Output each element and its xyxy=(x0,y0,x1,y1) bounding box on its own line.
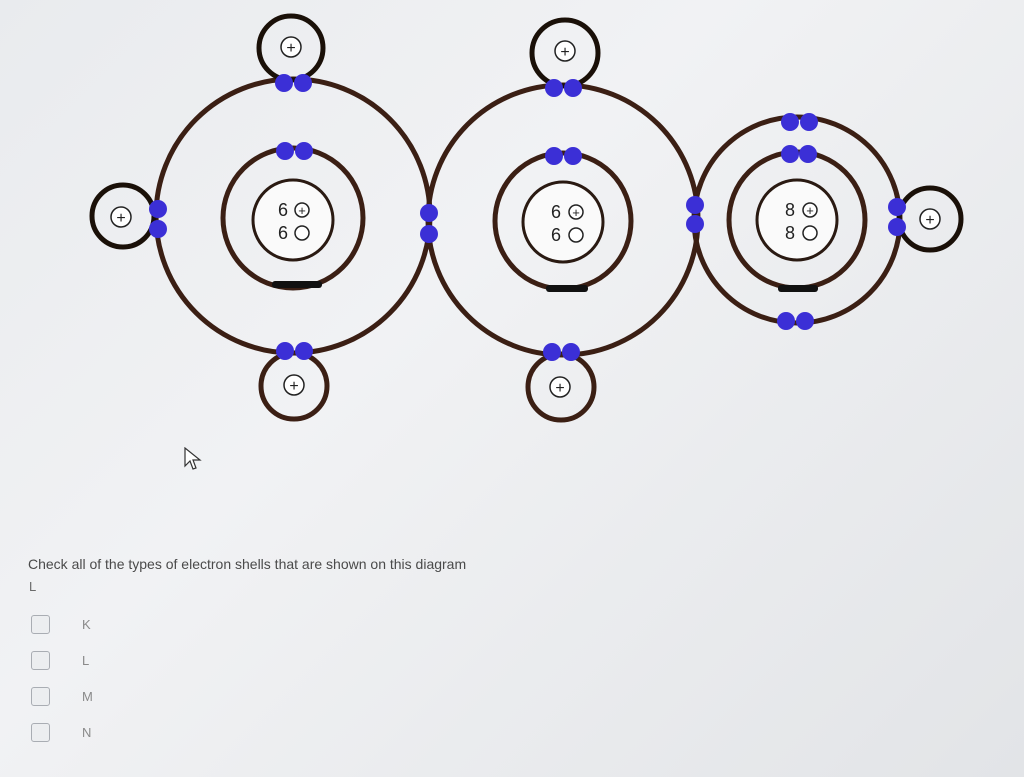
bond-electrons-carbon2-h-top xyxy=(545,79,582,97)
checkbox-l[interactable] xyxy=(31,650,50,670)
hydrogen-left-plus: + xyxy=(116,210,125,227)
oxygen-proton-plus: + xyxy=(806,203,814,218)
bond-electrons-carbon1-h-left xyxy=(149,200,167,238)
hydrogen-bottom-mid-shell xyxy=(525,351,597,423)
carbon-1-inner-electron-pair xyxy=(276,142,313,160)
carbon-1-inner-bottom-pair xyxy=(272,281,322,288)
bond-electrons-carbon2-oxygen xyxy=(686,196,704,233)
oxygen-inner-electron-pair xyxy=(781,145,817,163)
oxygen-lone-pair-top xyxy=(781,113,818,131)
bond-electrons-carbon1-h-bottom xyxy=(276,342,313,360)
option-n[interactable]: N xyxy=(31,714,93,750)
hydrogen-bottom-left-shell xyxy=(258,350,330,422)
checkbox-m[interactable] xyxy=(31,686,50,706)
carbon-1-proton-plus: + xyxy=(298,203,306,218)
carbon-2-proton-symbol xyxy=(568,204,584,220)
carbon-1-nucleus xyxy=(251,178,335,262)
oxygen-proton-count: 8 xyxy=(785,200,795,220)
hydrogen-bottom-left-nucleus: + xyxy=(283,374,305,396)
option-k-label: K xyxy=(82,616,91,632)
bond-electrons-oxygen-h-right xyxy=(888,198,906,236)
hydrogen-bottom-mid-plus: + xyxy=(555,380,564,397)
hydrogen-bottom-mid-nucleus: + xyxy=(549,376,571,398)
hydrogen-top-mid-nucleus: + xyxy=(554,40,576,62)
bond-electrons-carbon2-h-bottom xyxy=(543,343,580,361)
hydrogen-right-nucleus: + xyxy=(919,208,941,230)
carbon-2-nucleus xyxy=(521,180,605,264)
hydrogen-left-nucleus: + xyxy=(110,206,132,228)
hydrogen-top-mid-plus: + xyxy=(560,44,569,61)
carbon-1-neutron-symbol xyxy=(294,225,310,241)
question-prompt: Check all of the types of electron shell… xyxy=(28,556,467,572)
option-l[interactable]: L xyxy=(31,642,93,678)
carbon-2-proton-count: 6 xyxy=(551,202,561,222)
option-m-label: M xyxy=(82,688,93,704)
oxygen-inner-bottom-pair xyxy=(778,285,818,292)
carbon-2-neutron-count: 6 xyxy=(551,225,561,245)
checkbox-k[interactable] xyxy=(31,614,50,634)
option-l-label: L xyxy=(82,652,90,668)
carbon-2-inner-electron-pair xyxy=(545,147,582,165)
hydrogen-right-plus: + xyxy=(925,212,934,229)
answer-echo: L xyxy=(29,579,37,594)
hydrogen-top-left-plus: + xyxy=(286,40,295,57)
bond-electrons-carbon1-h-top xyxy=(275,74,312,92)
oxygen-neutron-symbol xyxy=(802,225,818,241)
mouse-pointer-icon xyxy=(184,447,202,470)
carbon-1-proton-symbol xyxy=(294,202,310,218)
checkbox-n[interactable] xyxy=(31,722,50,742)
carbon-2-inner-bottom-pair xyxy=(546,285,588,292)
oxygen-nucleus xyxy=(755,178,839,262)
bond-electrons-carbon1-carbon2 xyxy=(420,204,438,243)
molecule-diagram: 6 + 6 6 + 6 8 + 8 + + + + + + xyxy=(89,13,964,423)
carbon-1-proton-count: 6 xyxy=(278,200,288,220)
carbon-1-neutron-count: 6 xyxy=(278,223,288,243)
hydrogen-bottom-left-plus: + xyxy=(289,378,298,395)
hydrogen-top-left-nucleus: + xyxy=(280,36,302,58)
carbon-2-proton-plus: + xyxy=(572,205,580,220)
option-n-label: N xyxy=(82,724,92,740)
oxygen-proton-symbol xyxy=(802,202,818,218)
carbon-2-neutron-symbol xyxy=(568,227,584,243)
option-k[interactable]: K xyxy=(31,606,93,642)
option-m[interactable]: M xyxy=(31,678,93,714)
answer-options: K L M N xyxy=(31,606,93,750)
oxygen-lone-pair-bottom xyxy=(777,312,814,330)
oxygen-neutron-count: 8 xyxy=(785,223,795,243)
